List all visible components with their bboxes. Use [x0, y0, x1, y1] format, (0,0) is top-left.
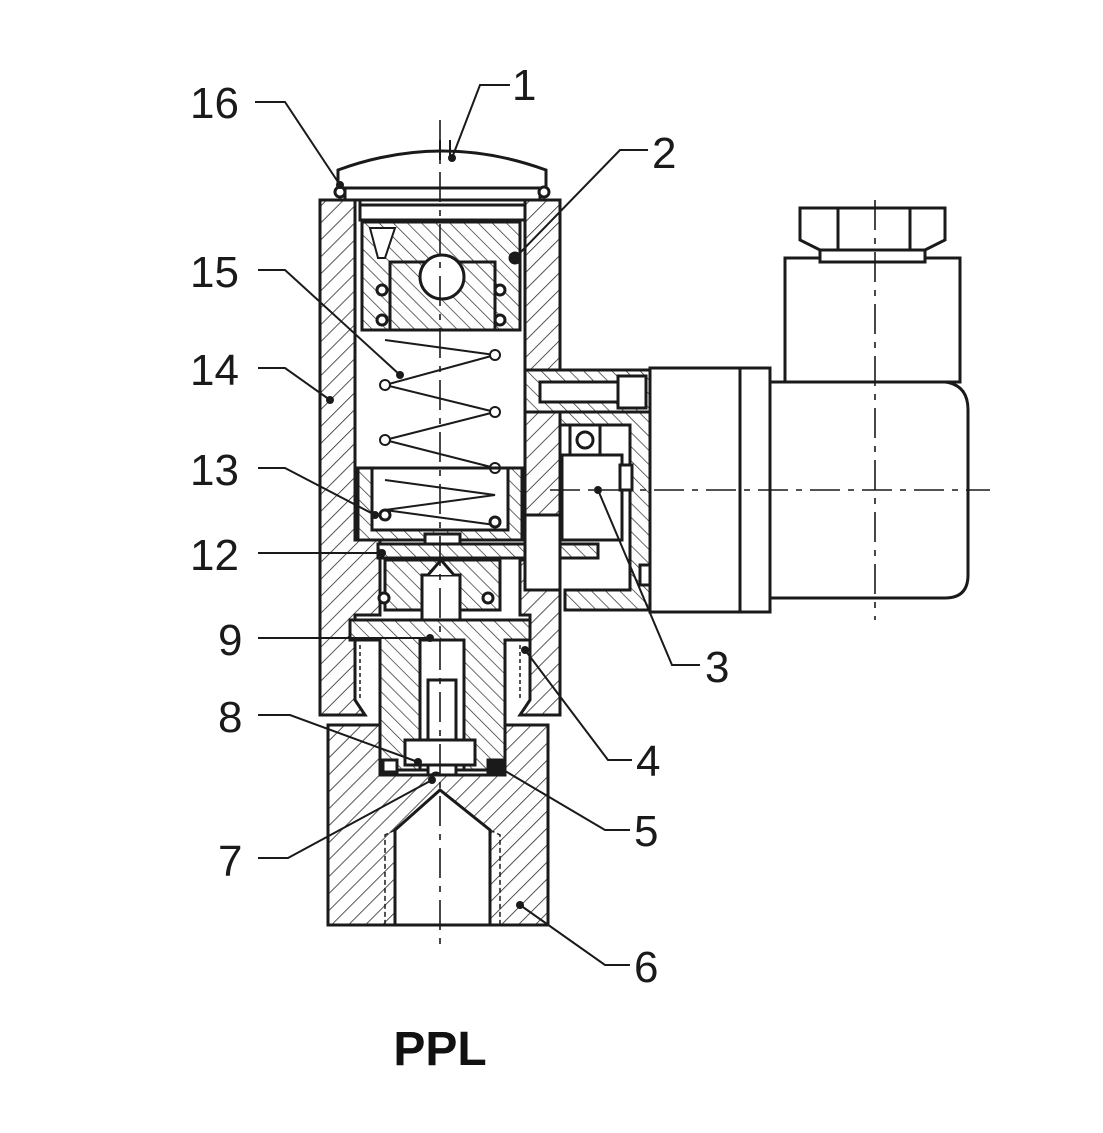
callout-4: 4 — [636, 737, 660, 786]
top-cap — [333, 140, 551, 222]
leader-6 — [519, 904, 630, 966]
leader-5 — [494, 764, 630, 831]
leader-16 — [255, 101, 341, 186]
electrical-connector — [648, 206, 970, 614]
leader-13 — [258, 467, 376, 516]
lower-housing — [326, 723, 550, 927]
leader-15 — [258, 269, 401, 376]
leader-1 — [451, 84, 510, 159]
leader-3 — [597, 489, 700, 666]
centerlines — [439, 120, 990, 950]
leader-4 — [524, 649, 632, 761]
callout-7: 7 — [218, 837, 242, 886]
lower-spring-cup — [356, 466, 524, 542]
callout-15: 15 — [190, 248, 239, 297]
leader-lines — [255, 84, 700, 966]
diagram-caption: PPL — [393, 1023, 486, 1076]
callout-1: 1 — [512, 61, 536, 110]
callout-2: 2 — [652, 129, 676, 178]
callout-6: 6 — [634, 943, 658, 992]
leader-8 — [258, 714, 419, 763]
leader-14 — [258, 367, 331, 401]
callout-8: 8 — [218, 693, 242, 742]
leader-7 — [258, 779, 433, 859]
upper-piston — [360, 220, 522, 332]
callout-labels: 1 2 3 4 5 6 7 8 9 12 13 14 15 16 — [190, 61, 729, 992]
callout-5: 5 — [634, 807, 658, 856]
callout-9: 9 — [218, 616, 242, 665]
callout-12: 12 — [190, 531, 239, 580]
leader-dots — [326, 154, 602, 909]
leader-2 — [514, 149, 648, 259]
callout-3: 3 — [705, 643, 729, 692]
callout-16: 16 — [190, 79, 239, 128]
callout-14: 14 — [190, 346, 239, 395]
callout-13: 13 — [190, 446, 239, 495]
